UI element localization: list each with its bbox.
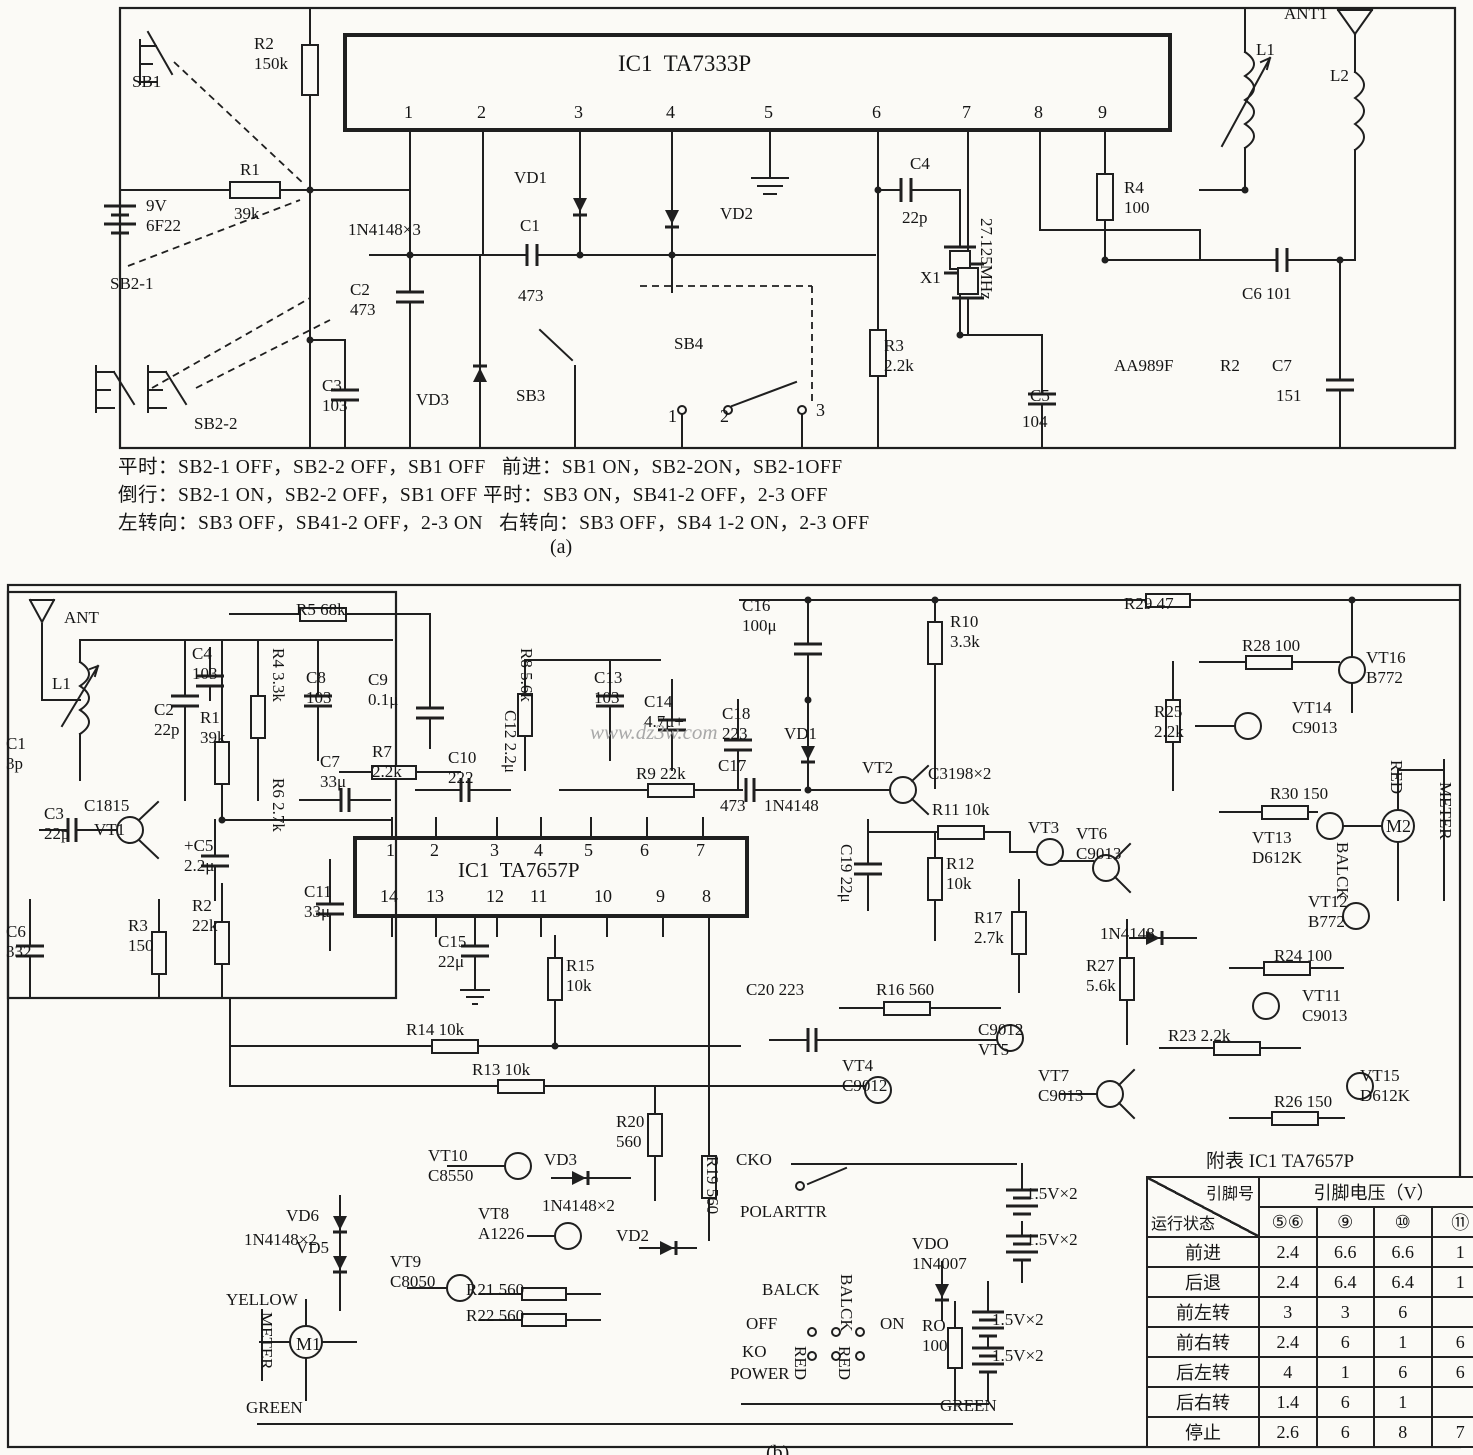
voltage-cell: 6 — [1315, 1326, 1375, 1358]
run-state-cell: 停止 — [1146, 1416, 1260, 1448]
run-state-cell: 前左转 — [1146, 1296, 1260, 1328]
voltage-cell: 6.6 — [1373, 1236, 1433, 1268]
voltage-cell: 1 — [1373, 1326, 1433, 1358]
table-diagonal-header: 引脚号 运行状态 — [1146, 1176, 1260, 1238]
ic1a-pin-stubs — [409, 129, 1106, 161]
voltage-cell: 3 — [1315, 1296, 1375, 1328]
vt5-symbol — [996, 1024, 1024, 1052]
run-state-cell: 前进 — [1146, 1236, 1260, 1268]
vt9-symbol — [446, 1274, 474, 1302]
circuit-b-wires — [28, 598, 1459, 1425]
voltage-cell — [1430, 1296, 1473, 1328]
voltage-cell: 1 — [1430, 1266, 1473, 1298]
diodes-vd1-vd2-vd3 — [473, 198, 679, 382]
ic1b-pin-stubs — [391, 817, 710, 937]
diodes-b — [333, 746, 1160, 1298]
motor-m1-symbol — [289, 1325, 323, 1359]
voltage-cell: 6.6 — [1315, 1236, 1375, 1268]
vt7-symbol — [1096, 1080, 1124, 1108]
vt3-symbol — [1036, 838, 1064, 866]
crystal-27mhz — [957, 267, 979, 295]
voltage-cell: 7 — [1430, 1416, 1473, 1448]
ic1-ta7657p-box — [353, 836, 749, 918]
voltage-cell: 1 — [1373, 1386, 1433, 1418]
coil-l2a — [1353, 70, 1365, 152]
voltage-cell: 2.4 — [1258, 1266, 1318, 1298]
voltage-cell: 6 — [1315, 1386, 1375, 1418]
vt16-symbol — [1338, 656, 1366, 684]
col-header-3: ⑩ — [1373, 1206, 1433, 1238]
vt2-symbol — [889, 776, 917, 804]
voltage-cell — [1430, 1386, 1473, 1418]
voltage-cell: 1 — [1315, 1356, 1375, 1388]
voltage-cell: 6.4 — [1373, 1266, 1433, 1298]
header-run-state: 运行状态 — [1151, 1216, 1216, 1233]
col-header-2: ⑨ — [1315, 1206, 1375, 1238]
ic1-ta7333p-box — [343, 33, 1172, 132]
vt10-symbol — [504, 1152, 532, 1180]
circuit-a-border — [118, 6, 1457, 450]
voltage-cell: 6 — [1315, 1416, 1375, 1448]
vt12-symbol — [1342, 902, 1370, 930]
resistor-r4a — [1096, 173, 1114, 221]
voltage-cell: 6 — [1373, 1356, 1433, 1388]
voltage-cell: 2.6 — [1258, 1416, 1318, 1448]
voltage-cell: 8 — [1373, 1416, 1433, 1448]
header-pin-voltage: 引脚电压（V） — [1258, 1176, 1473, 1208]
vt6-symbol — [1092, 854, 1120, 882]
circuit-b-border — [6, 583, 1462, 1449]
col-header-4: ⑪ — [1430, 1206, 1473, 1238]
coil-l1b — [60, 647, 211, 736]
voltage-cell: 4 — [1258, 1356, 1318, 1388]
vt11-symbol — [1252, 992, 1280, 1020]
voltage-cell: 2.4 — [1258, 1236, 1318, 1268]
motor-m2-symbol — [1381, 809, 1415, 843]
pin-voltage-table-title: 附表 IC1 TA7657P — [1206, 1151, 1355, 1172]
voltage-cell: 3 — [1258, 1296, 1318, 1328]
voltage-cell: 1 — [1430, 1236, 1473, 1268]
capacitor-plates-b — [16, 642, 1164, 1374]
run-state-cell: 后退 — [1146, 1266, 1260, 1298]
vt4-symbol — [864, 1076, 892, 1104]
voltage-cell: 6 — [1430, 1356, 1473, 1388]
voltage-cell: 1.4 — [1258, 1386, 1318, 1418]
vt8-symbol — [554, 1222, 582, 1250]
resistor-r3a — [869, 329, 887, 377]
run-state-cell: 后左转 — [1146, 1356, 1260, 1388]
header-pin-number: 引脚号 — [1205, 1186, 1254, 1203]
coil-l1a — [1243, 50, 1255, 150]
switch-levers — [95, 30, 574, 413]
col-header-1: ⑤⑥ — [1258, 1206, 1318, 1238]
vt14-symbol — [1234, 712, 1262, 740]
voltage-cell: 6.4 — [1315, 1266, 1375, 1298]
vt13-symbol — [1316, 812, 1344, 840]
run-state-cell: 后右转 — [1146, 1386, 1260, 1418]
voltage-cell: 6 — [1373, 1296, 1433, 1328]
rf-frontend-box — [6, 590, 398, 1000]
sb4-lever — [730, 380, 798, 408]
vt1-symbol — [116, 816, 144, 844]
mechanical-links-dashed — [127, 61, 813, 404]
capacitor-plates-a — [104, 178, 1354, 406]
vt15-symbol — [1346, 1072, 1374, 1100]
voltage-cell: 6 — [1430, 1326, 1473, 1358]
tuning-arrow — [1220, 56, 1272, 148]
resistor-r2a — [301, 44, 319, 96]
run-state-cell: 前右转 — [1146, 1326, 1260, 1358]
resistor-r1 — [229, 181, 281, 199]
voltage-cell: 2.4 — [1258, 1326, 1318, 1358]
crystal-x1 — [949, 250, 971, 270]
